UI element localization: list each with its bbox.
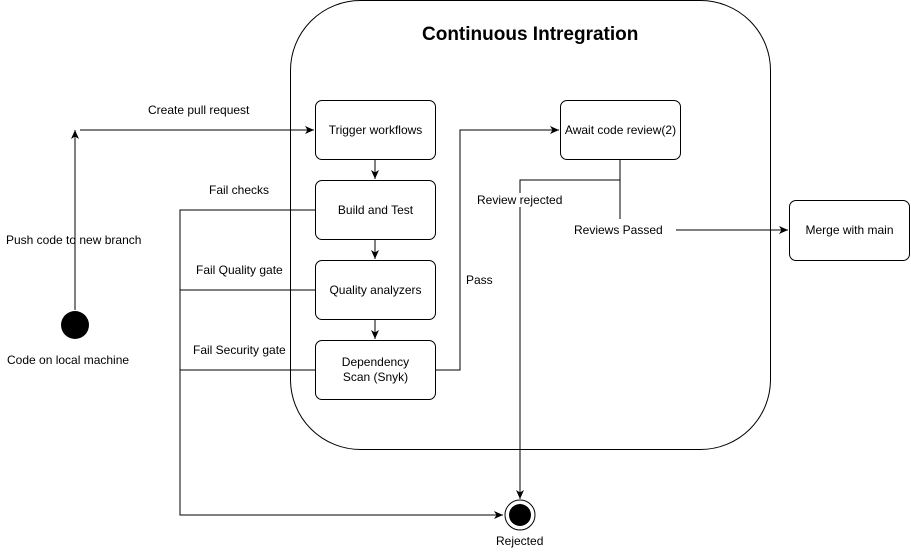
local-machine-label: Code on local machine — [7, 353, 130, 367]
merge-with-main-node[interactable]: Merge with main — [789, 200, 910, 261]
dependency-scan-node[interactable]: Dependency Scan (Snyk) — [315, 340, 436, 400]
pass-label: Pass — [466, 273, 493, 287]
trigger-workflows-node[interactable]: Trigger workflows — [315, 100, 436, 160]
rejected-label: Rejected — [496, 534, 544, 548]
create-pr-label: Create pull request — [148, 103, 250, 117]
build-and-test-node[interactable]: Build and Test — [315, 180, 436, 240]
ci-container — [290, 0, 771, 450]
await-code-review-node[interactable]: Await code review(2) — [560, 100, 681, 160]
ci-title: Continuous Intregration — [422, 24, 639, 45]
review-rejected-edge — [516, 160, 621, 499]
reviews-passed-label: Reviews Passed — [574, 223, 663, 237]
fail-security-label: Fail Security gate — [193, 343, 286, 357]
push-code-label: Push code to new branch — [6, 233, 142, 247]
start-node — [61, 311, 89, 339]
pass-edge — [435, 126, 559, 371]
fail-quality-label: Fail Quality gate — [196, 263, 283, 277]
fail-checks-label: Fail checks — [209, 183, 270, 197]
quality-analyzers-node[interactable]: Quality analyzers — [315, 260, 436, 320]
fail-checks-edge — [179, 209, 503, 519]
end-node-core — [509, 504, 531, 526]
review-rejected-label: Review rejected — [477, 193, 563, 207]
